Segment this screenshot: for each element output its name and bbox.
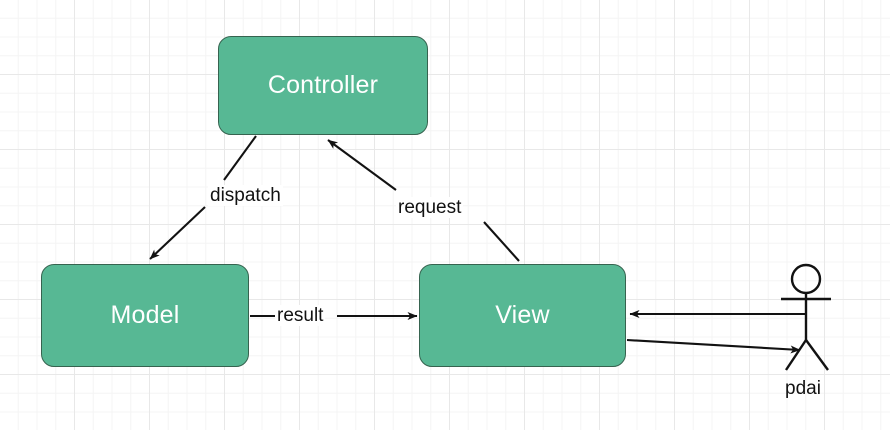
node-model[interactable]: Model xyxy=(41,264,249,367)
node-view-label: View xyxy=(495,301,550,329)
node-controller-label: Controller xyxy=(267,71,379,99)
actor-head-icon xyxy=(790,263,822,295)
edge-label-result: result xyxy=(275,305,326,326)
actor-leg-right xyxy=(805,339,829,371)
actor-label: pdai xyxy=(785,378,821,399)
node-controller[interactable]: Controller xyxy=(218,36,428,135)
node-view[interactable]: View xyxy=(419,264,626,367)
edge-dispatch xyxy=(149,135,257,260)
edge-label-dispatch: dispatch xyxy=(208,185,283,206)
actor-stick-figure xyxy=(781,263,831,371)
edge-request xyxy=(327,139,520,262)
actor-leg-left xyxy=(785,339,807,371)
edge-label-request: request xyxy=(396,197,464,218)
edge-view-to-actor xyxy=(626,338,801,354)
node-model-label: Model xyxy=(110,301,180,329)
